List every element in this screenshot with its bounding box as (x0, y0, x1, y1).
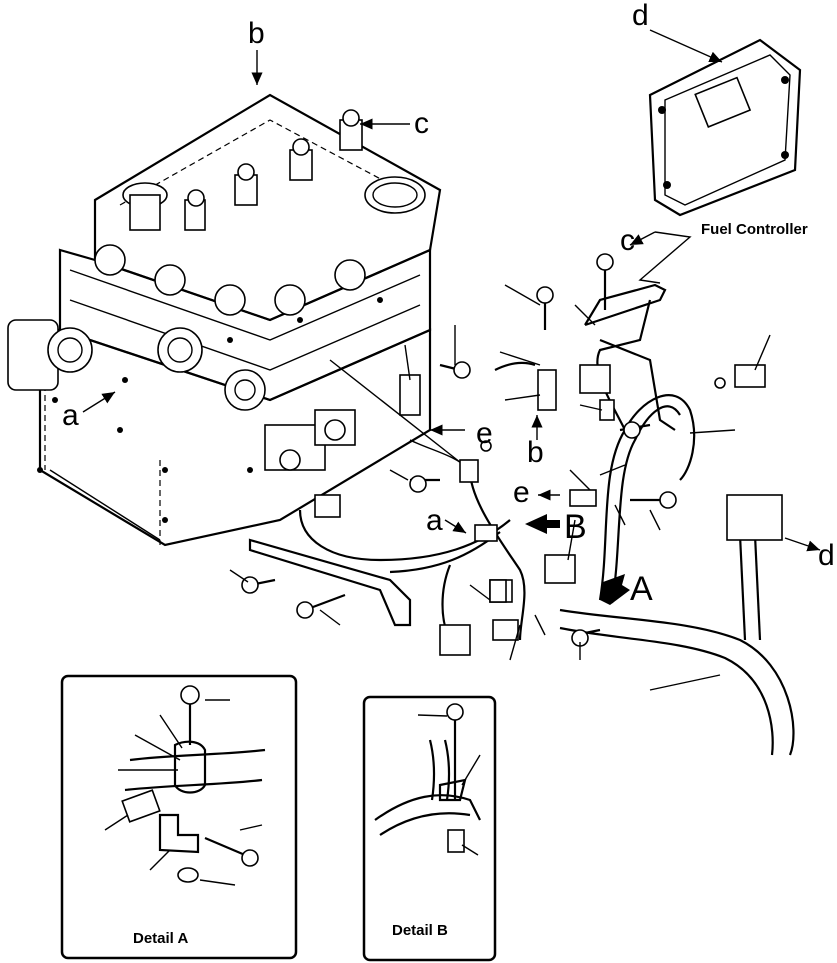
callout-B-view: B (564, 508, 587, 546)
callout-e-lower: e (513, 476, 530, 509)
detail-b-caption: Detail B (392, 922, 448, 939)
engine-block (7, 93, 442, 547)
callout-b-harness: b (527, 436, 544, 469)
callout-c-harness: c (620, 224, 635, 257)
callout-d-connector: d (818, 539, 835, 572)
callout-arrows (82, 29, 821, 605)
fuel-controller-label: Fuel Controller (701, 221, 808, 238)
detail-a-box (60, 674, 298, 960)
callout-e-upper: e (476, 417, 493, 450)
detail-b-box (362, 695, 497, 962)
fuel-controller (648, 38, 802, 217)
callout-d-top: d (632, 0, 649, 32)
detail-a-caption: Detail A (133, 930, 188, 947)
callout-c-top: c (414, 107, 429, 140)
leader-lines (229, 284, 771, 691)
callout-a-harness: a (426, 504, 443, 537)
callout-a-engine: a (62, 399, 79, 432)
callout-A-view: A (630, 570, 653, 608)
callout-b-top: b (248, 17, 265, 50)
wiring-harness (241, 253, 795, 756)
